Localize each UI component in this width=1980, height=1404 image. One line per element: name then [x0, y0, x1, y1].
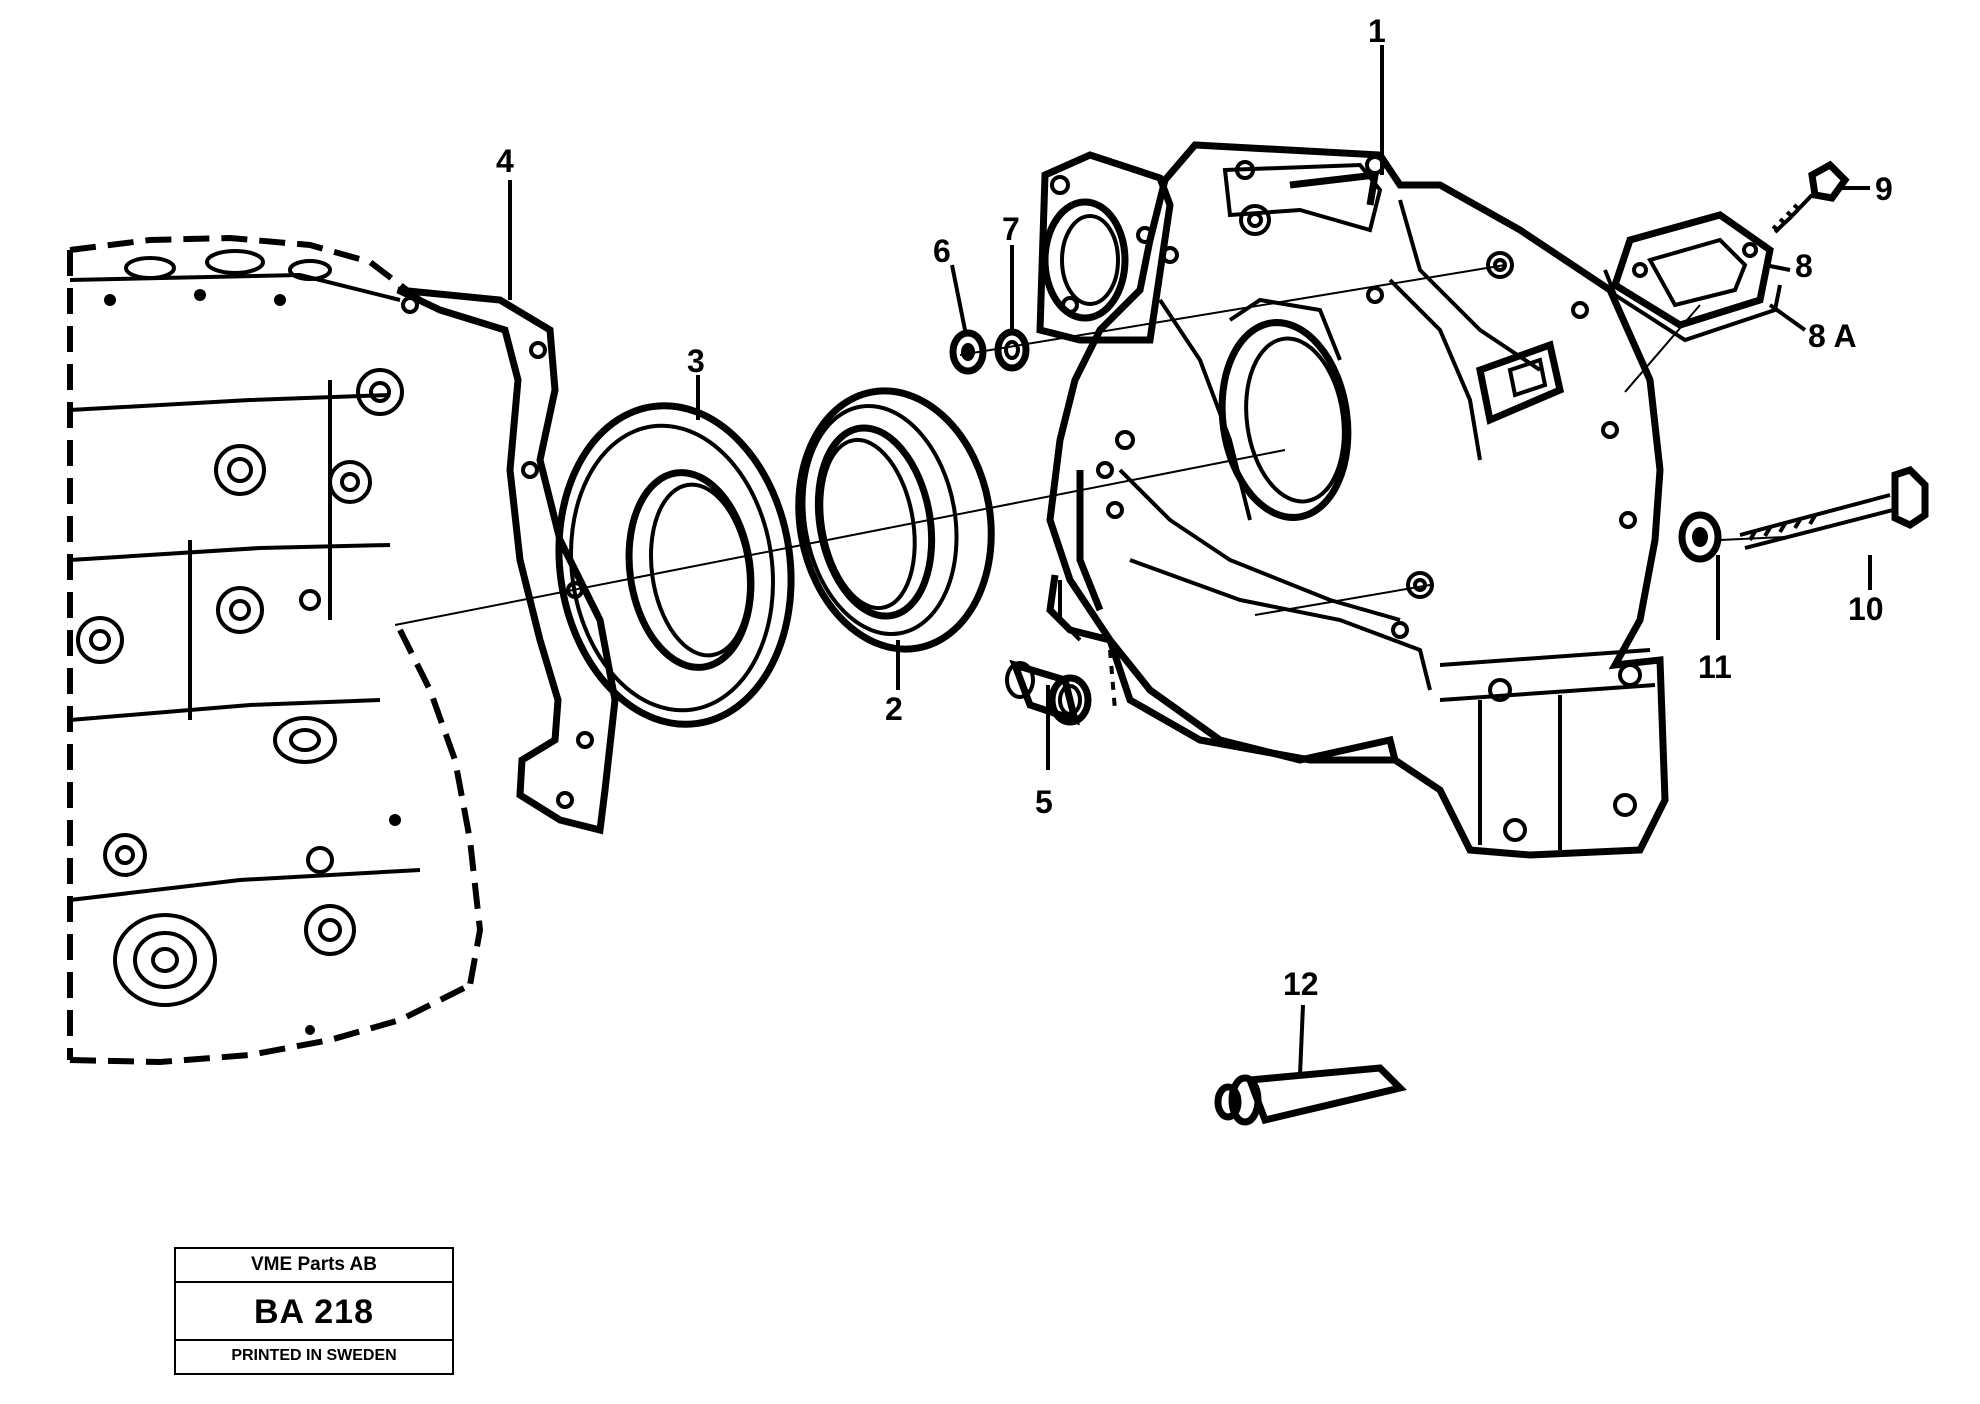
- dowel-pin: [1005, 649, 1117, 726]
- sealant-tube: [1214, 1064, 1407, 1126]
- callout-4: 4: [496, 143, 514, 179]
- callout-1: 1: [1368, 13, 1386, 49]
- callout-8a: 8 A: [1808, 318, 1857, 354]
- drawing-code: BA 218: [176, 1283, 452, 1341]
- leader-lines: [508, 45, 1872, 1076]
- title-block: VME Parts AB BA 218 PRINTED IN SWEDEN: [174, 1247, 454, 1375]
- callout-7: 7: [1002, 211, 1020, 247]
- callout-6: 6: [933, 233, 951, 269]
- cover-gasket: [1603, 269, 1782, 343]
- callout-5: 5: [1035, 784, 1053, 820]
- callout-8: 8: [1795, 248, 1813, 284]
- flywheel-housing: [1036, 141, 1669, 859]
- callout-11: 11: [1698, 649, 1732, 685]
- callout-10: 10: [1848, 591, 1884, 627]
- callouts: 1 2 3 4 5 6 7 8 8 A 9 10 11 12: [496, 13, 1893, 1002]
- cover-plate: [1610, 211, 1774, 329]
- screw-small: [1771, 160, 1850, 234]
- bolt: [1739, 465, 1929, 550]
- callout-3: 3: [687, 343, 705, 379]
- seal-ring: [555, 402, 795, 728]
- callout-2: 2: [885, 691, 903, 727]
- callout-12: 12: [1283, 966, 1319, 1002]
- gasket: [396, 286, 619, 835]
- engine-block: [67, 234, 484, 1066]
- company-name: VME Parts AB: [176, 1249, 452, 1283]
- printed-note: PRINTED IN SWEDEN: [231, 1347, 397, 1364]
- washer-large: [1678, 511, 1722, 563]
- seal: [795, 387, 995, 653]
- assembly-centerlines: [394, 264, 1786, 626]
- spring-washer: [994, 328, 1030, 372]
- callout-9: 9: [1875, 171, 1893, 207]
